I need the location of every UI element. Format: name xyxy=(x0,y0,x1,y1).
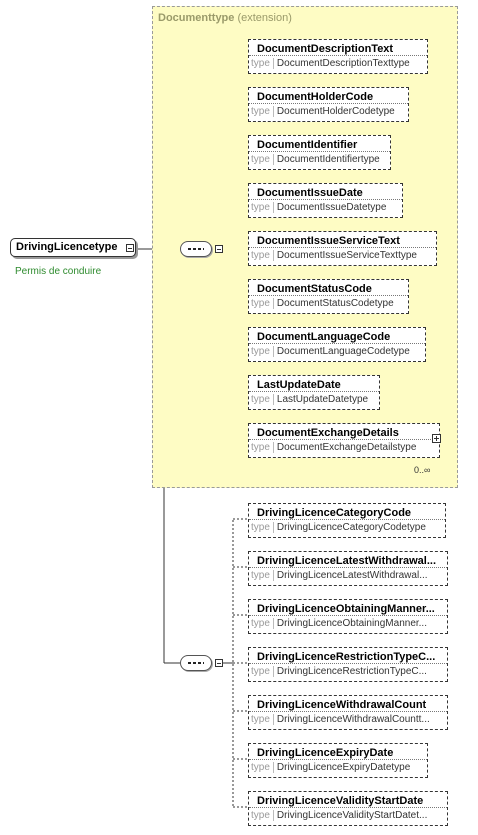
type-keyword: type xyxy=(249,394,274,405)
expand-plus-icon[interactable] xyxy=(432,434,441,443)
root-documentation: Permis de conduire xyxy=(15,266,102,277)
type-keyword: type xyxy=(249,570,274,581)
type-name: DocumentIssueDatetype xyxy=(276,202,387,213)
type-name: DocumentHolderCodetype xyxy=(276,106,395,117)
root-element[interactable]: DrivingLicencetype xyxy=(10,238,136,257)
element-name: DrivingLicenceValidityStartDate xyxy=(249,792,447,808)
element-name: DocumentLanguageCode xyxy=(249,328,425,344)
type-keyword: type xyxy=(249,762,274,773)
type-name: DrivingLicenceLatestWithdrawal... xyxy=(276,570,428,581)
sequence-compositor-1[interactable] xyxy=(180,241,212,257)
type-name: DrivingLicenceRestrictionTypeC... xyxy=(276,666,427,677)
sequence-compositor-2[interactable] xyxy=(180,655,212,671)
type-keyword: type xyxy=(249,442,274,453)
element-name: DocumentIdentifier xyxy=(249,136,390,152)
occurrence-label: 0..∞ xyxy=(414,465,431,475)
type-name: DrivingLicenceExpiryDatetype xyxy=(276,762,411,773)
type-keyword: type xyxy=(249,58,274,69)
type-name: DocumentLanguageCodetype xyxy=(276,346,410,357)
type-keyword: type xyxy=(249,346,274,357)
sequence-1-collapse-icon[interactable] xyxy=(215,245,223,253)
type-keyword: type xyxy=(249,154,274,165)
extension-label: (extension) xyxy=(237,12,292,24)
element-name: DocumentIssueServiceText xyxy=(249,232,436,248)
type-keyword: type xyxy=(249,106,274,117)
type-name: DocumentIdentifiertype xyxy=(276,154,380,165)
element-name: DrivingLicenceObtainingManner... xyxy=(249,600,447,616)
type-keyword: type xyxy=(249,250,274,261)
element-name: DrivingLicenceLatestWithdrawal... xyxy=(249,552,447,568)
element-name: DocumentStatusCode xyxy=(249,280,408,296)
element-name: DocumentExchangeDetails xyxy=(249,424,439,440)
sequence-2-collapse-icon[interactable] xyxy=(215,659,223,667)
type-keyword: type xyxy=(249,810,274,821)
root-element-name: DrivingLicencetype xyxy=(16,241,118,253)
type-keyword: type xyxy=(249,714,274,725)
type-keyword: type xyxy=(249,666,274,677)
type-name: DocumentDescriptionTexttype xyxy=(276,58,410,69)
type-keyword: type xyxy=(249,298,274,309)
element-name: DrivingLicenceRestrictionTypeC... xyxy=(249,648,447,664)
element-name: DocumentDescriptionText xyxy=(249,40,427,56)
element-name: LastUpdateDate xyxy=(249,376,379,392)
type-name: LastUpdateDatetype xyxy=(276,394,369,405)
type-name: DrivingLicenceValidityStartDatet... xyxy=(276,810,428,821)
element-name: DrivingLicenceExpiryDate xyxy=(249,744,427,760)
type-keyword: type xyxy=(249,522,274,533)
type-keyword: type xyxy=(249,618,274,629)
root-collapse-icon[interactable] xyxy=(126,244,134,252)
element-name: DocumentIssueDate xyxy=(249,184,402,200)
type-name: DocumentExchangeDetailstype xyxy=(276,442,417,453)
element-name: DrivingLicenceWithdrawalCount xyxy=(249,696,447,712)
sequence-icon xyxy=(188,662,204,664)
type-name: DocumentStatusCodetype xyxy=(276,298,394,309)
element-name: DocumentHolderCode xyxy=(249,88,408,104)
type-name: DocumentIssueServiceTexttype xyxy=(276,250,417,261)
extension-name: Documenttype xyxy=(158,12,235,24)
type-keyword: type xyxy=(249,202,274,213)
type-name: DrivingLicenceObtainingManner... xyxy=(276,618,427,629)
sequence-icon xyxy=(188,248,204,250)
element-name: DrivingLicenceCategoryCode xyxy=(249,504,445,520)
type-name: DrivingLicenceWithdrawalCountt... xyxy=(276,714,430,725)
extension-title: Documenttype (extension) xyxy=(158,12,292,24)
type-name: DrivingLicenceCategoryCodetype xyxy=(276,522,426,533)
